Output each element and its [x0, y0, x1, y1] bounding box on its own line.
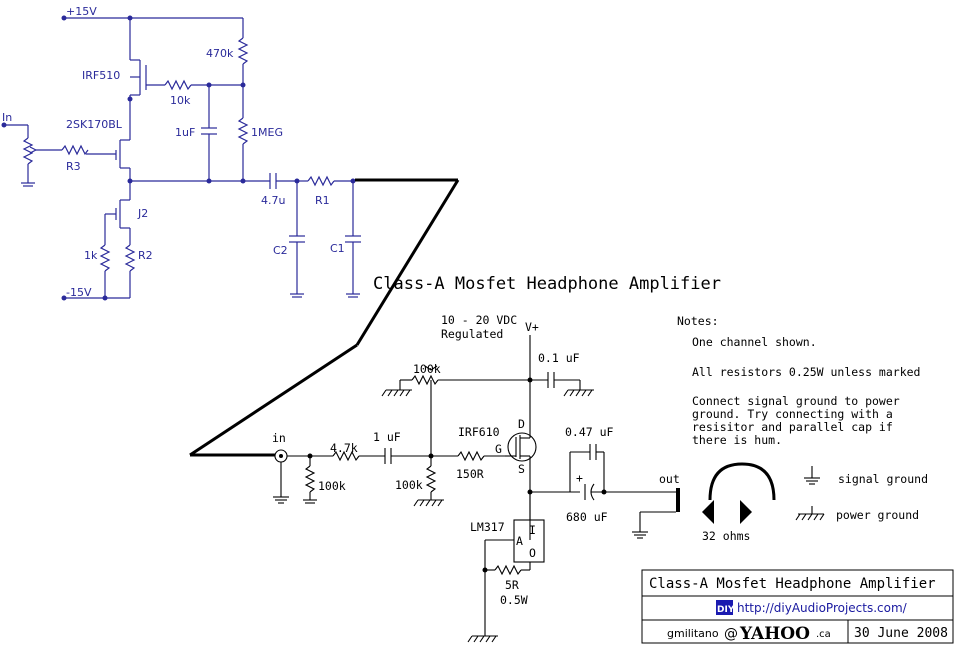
notes-line3b: ground. Try connecting with a: [692, 407, 893, 421]
r-470k-label: 470k: [206, 47, 234, 60]
pin-o-label: O: [529, 546, 536, 560]
lm317-label: LM317: [470, 520, 505, 534]
at-sign: @: [724, 626, 738, 642]
main-title: Class-A Mosfet Headphone Amplifier: [373, 274, 721, 294]
r1-label: R1: [315, 194, 330, 207]
notes-heading: Notes:: [677, 314, 719, 328]
signal-ground-legend: signal ground: [838, 472, 928, 486]
zoom-connector: [189, 178, 460, 457]
supply-pos-label: +15V: [66, 5, 97, 18]
title-block-title: Class-A Mosfet Headphone Amplifier: [649, 576, 936, 592]
pin-g-label: G: [495, 442, 502, 456]
irf610-label: IRF610: [458, 425, 500, 439]
c-1uf-label-bottom: 1 uF: [373, 430, 401, 444]
irf510-label: IRF510: [82, 69, 120, 82]
pin-i-label: I: [529, 523, 536, 537]
jfet-label: 2SK170BL: [66, 118, 123, 131]
r-100k-a-label: 100k: [318, 479, 346, 493]
diy-badge-text: DIY: [717, 605, 735, 615]
site-url-link[interactable]: http://diyAudioProjects.com/: [737, 601, 908, 615]
c-1uf-label: 1uF: [175, 126, 195, 139]
vplus-label: V+: [525, 320, 539, 334]
c-0-1uf-label: 0.1 uF: [538, 351, 580, 365]
yahoo-logo: YAHOO: [739, 624, 810, 644]
r-5r-label: 5R: [505, 578, 519, 592]
notes-block: Notes: One channel shown. All resistors …: [677, 314, 928, 522]
r-05w-label: 0.5W: [500, 593, 528, 607]
c1-label: C1: [330, 242, 345, 255]
pin-a-label: A: [516, 534, 523, 548]
in-label: in: [272, 431, 286, 445]
r-1k-label: 1k: [84, 249, 98, 262]
notes-line3c: resisitor and parallel cap if: [692, 420, 893, 434]
notes-line1: One channel shown.: [692, 335, 817, 349]
yahoo-domain: .ca: [816, 629, 831, 640]
r-4-7k-label: 4.7k: [330, 441, 358, 455]
r2-label: R2: [138, 249, 153, 262]
author-name: gmilitano: [667, 627, 719, 640]
r3-label: R3: [66, 160, 81, 173]
pin-d-label: D: [518, 417, 525, 431]
date-label: 30 June 2008: [854, 626, 948, 641]
r-1meg-label: 1MEG: [251, 126, 283, 139]
diy-badge: [716, 600, 733, 615]
supply-note-line1: 10 - 20 VDC: [441, 313, 517, 327]
power-ground-legend: power ground: [836, 508, 919, 522]
c2-label: C2: [273, 244, 288, 257]
r-10k-label: 10k: [170, 94, 191, 107]
ohms-label: 32 ohms: [702, 529, 750, 543]
bottom-schematic: 10 - 20 VDC Regulated V+ 0.1 uF 100k in …: [272, 313, 825, 643]
r-100k-b-label: 100k: [395, 478, 423, 492]
top-schematic: +15V -15V In IRF510 2SK170BL J2 470k 10k…: [1, 5, 361, 301]
supply-neg-label: -15V: [66, 286, 92, 299]
supply-note-line2: Regulated: [441, 327, 503, 341]
out-label: out: [659, 472, 680, 486]
pot-100k-label: 100k: [413, 362, 441, 376]
j2-label: J2: [137, 207, 148, 220]
r-150r-label: 150R: [456, 467, 484, 481]
plus-label: +: [576, 471, 583, 485]
pin-s-label: S: [518, 462, 525, 476]
notes-line3d: there is hum.: [692, 433, 782, 447]
c-680-label: 680 uF: [566, 510, 608, 524]
c-047-label: 0.47 uF: [565, 425, 614, 439]
input-label: In: [2, 111, 12, 124]
notes-line2: All resistors 0.25W unless marked: [692, 365, 920, 379]
c-4-7u-label: 4.7u: [261, 194, 285, 207]
notes-line3a: Connect signal ground to power: [692, 394, 900, 408]
title-block: Class-A Mosfet Headphone Amplifier DIY h…: [641, 569, 954, 644]
